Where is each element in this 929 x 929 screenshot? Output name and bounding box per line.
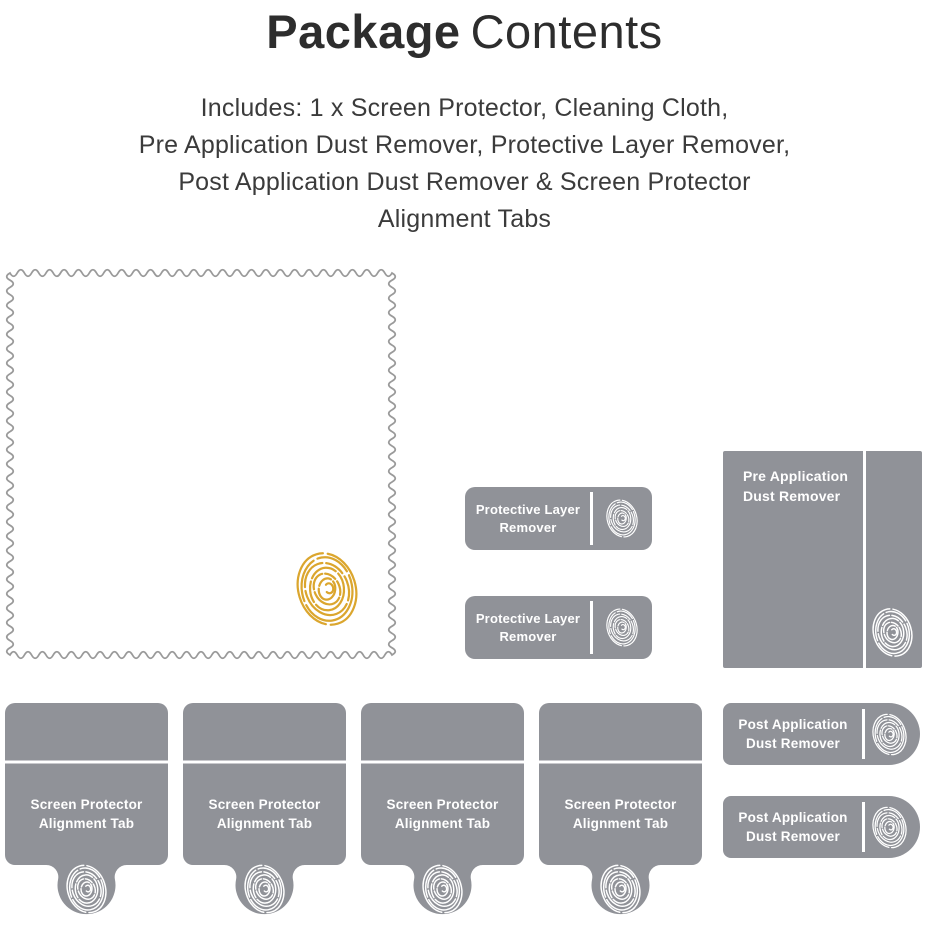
label-line: Dust Remover bbox=[743, 488, 841, 504]
protective-layer-remover-label: Protective Layer Remover bbox=[465, 610, 591, 646]
post-application-dust-remover-label: Post Application Dust Remover bbox=[723, 808, 863, 846]
alignment-tab-shape bbox=[5, 703, 168, 915]
screen-protector-alignment-tab: Screen Protector Alignment Tab bbox=[539, 703, 702, 915]
divider-line bbox=[590, 601, 593, 654]
divider-line bbox=[862, 709, 865, 759]
fingerprint-icon bbox=[422, 863, 463, 915]
pre-application-dust-remover-label: Pre Application Dust Remover bbox=[743, 466, 858, 506]
post-application-dust-remover-tab: Post Application Dust Remover bbox=[723, 796, 920, 858]
cleaning-cloth bbox=[5, 268, 397, 660]
alignment-tab-label: Screen Protector Alignment Tab bbox=[5, 795, 168, 833]
protective-layer-remover-tab: Protective Layer Remover bbox=[465, 596, 652, 659]
label-line: Protective Layer bbox=[475, 610, 581, 626]
fingerprint-icon bbox=[872, 712, 907, 757]
protective-layer-remover-tab: Protective Layer Remover bbox=[465, 487, 652, 550]
divider-line bbox=[862, 802, 865, 852]
subtitle-line-1: Includes: 1 x Screen Protector, Cleaning… bbox=[200, 94, 729, 122]
alignment-tab-shape bbox=[539, 703, 702, 915]
fingerprint-icon bbox=[872, 805, 907, 850]
label-line: Dust Remover bbox=[746, 736, 840, 751]
label-line: Post Application bbox=[738, 717, 848, 732]
protective-layer-remover-label: Protective Layer Remover bbox=[465, 501, 591, 537]
fingerprint-icon bbox=[296, 549, 358, 629]
screen-protector-alignment-tab: Screen Protector Alignment Tab bbox=[5, 703, 168, 915]
label-line: Alignment Tab bbox=[38, 816, 135, 831]
label-line: Screen Protector bbox=[208, 797, 321, 812]
label-line: Remover bbox=[499, 519, 557, 535]
label-line: Alignment Tab bbox=[216, 816, 313, 831]
fingerprint-icon bbox=[606, 607, 638, 648]
fingerprint-icon bbox=[600, 863, 641, 915]
post-application-dust-remover-tab: Post Application Dust Remover bbox=[723, 703, 920, 765]
alignment-tab-label: Screen Protector Alignment Tab bbox=[183, 795, 346, 833]
alignment-tab-label: Screen Protector Alignment Tab bbox=[361, 795, 524, 833]
screen-protector-alignment-tab: Screen Protector Alignment Tab bbox=[361, 703, 524, 915]
label-line: Dust Remover bbox=[746, 829, 840, 844]
label-line: Alignment Tab bbox=[394, 816, 491, 831]
label-line: Post Application bbox=[738, 810, 848, 825]
page-title-primary: Package bbox=[266, 5, 461, 58]
alignment-tab-label: Screen Protector Alignment Tab bbox=[539, 795, 702, 833]
fingerprint-icon bbox=[606, 498, 638, 539]
label-line: Screen Protector bbox=[30, 797, 143, 812]
fingerprint-icon bbox=[872, 606, 913, 659]
subtitle-line-2: Pre Application Dust Remover, Protective… bbox=[138, 131, 791, 159]
fingerprint-icon bbox=[66, 863, 107, 915]
label-line: Screen Protector bbox=[386, 797, 499, 812]
subtitle-line-3: Post Application Dust Remover & Screen P… bbox=[178, 168, 751, 196]
label-line: Protective Layer bbox=[475, 501, 581, 517]
label-line: Alignment Tab bbox=[572, 816, 669, 831]
alignment-tab-shape bbox=[361, 703, 524, 915]
subtitle: Includes: 1 x Screen Protector, Cleaning… bbox=[0, 90, 929, 238]
label-line: Remover bbox=[499, 628, 557, 644]
divider-line bbox=[590, 492, 593, 545]
post-application-dust-remover-label: Post Application Dust Remover bbox=[723, 715, 863, 753]
screen-protector-alignment-tab: Screen Protector Alignment Tab bbox=[183, 703, 346, 915]
fingerprint-icon bbox=[244, 863, 285, 915]
page-title-secondary: Contents bbox=[470, 5, 663, 58]
cleaning-cloth-border bbox=[5, 268, 397, 660]
divider-line bbox=[863, 451, 866, 668]
subtitle-line-4: Alignment Tabs bbox=[377, 205, 552, 233]
label-line: Pre Application bbox=[743, 468, 849, 484]
pre-application-dust-remover: Pre Application Dust Remover bbox=[723, 451, 922, 668]
alignment-tab-shape bbox=[183, 703, 346, 915]
label-line: Screen Protector bbox=[564, 797, 677, 812]
